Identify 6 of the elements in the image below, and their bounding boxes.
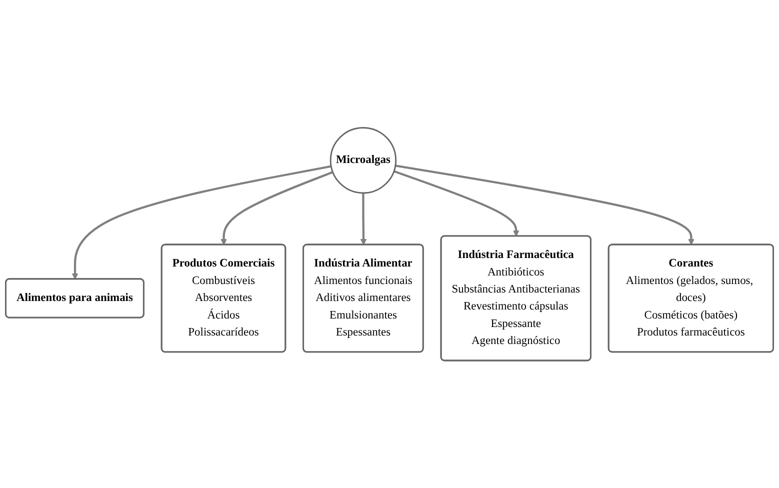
arrow	[220, 171, 334, 246]
arrow	[394, 170, 520, 236]
arrow	[72, 165, 332, 280]
arrow	[395, 164, 694, 246]
arrow	[360, 192, 367, 246]
node-circle: Microalgas	[330, 126, 397, 194]
